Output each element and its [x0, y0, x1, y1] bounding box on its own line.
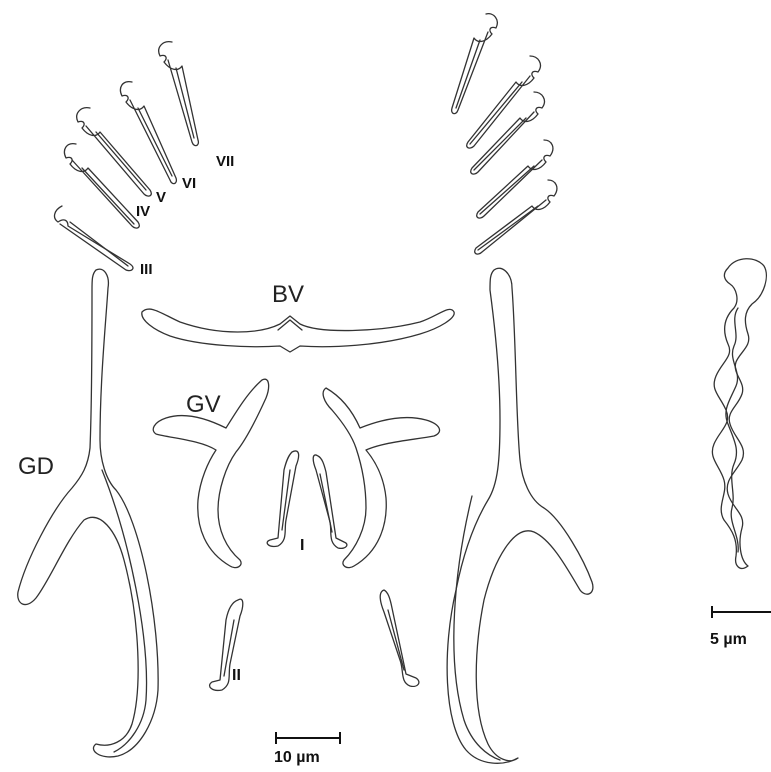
- ventral-bar-label: BV: [272, 281, 304, 308]
- scale-bar-inset-label: 5 µm: [710, 631, 747, 648]
- dorsal-anchor-left: [18, 269, 158, 757]
- scale-bar-inset: [712, 606, 771, 618]
- hook-label-v: V: [156, 189, 166, 206]
- ventral-bar: [142, 309, 454, 352]
- dorsal-anchor-right: [447, 268, 593, 763]
- inset-wavy-structure: [712, 259, 766, 569]
- ventral-anchor-label: GV: [186, 391, 221, 418]
- hook-label-iii: III: [140, 261, 153, 278]
- hook-label-iv: IV: [136, 203, 150, 220]
- hook-iii: [55, 206, 133, 271]
- hook-label-vi: VI: [182, 175, 196, 192]
- hook-iv: [64, 144, 139, 228]
- right-hook-group: [452, 14, 557, 254]
- scale-bar-main: [276, 732, 340, 744]
- left-hook-group: [55, 42, 199, 271]
- hook-right-5: [475, 180, 557, 254]
- hook-vii: [159, 42, 199, 146]
- hook-vi: [120, 82, 176, 184]
- hook-pair-ii: [210, 590, 419, 690]
- hook-label-ii: II: [232, 667, 241, 684]
- hook-right-1: [452, 14, 498, 114]
- scale-bar-main-label: 10 µm: [274, 749, 320, 766]
- hook-label-i: I: [300, 537, 304, 554]
- hook-label-vii: VII: [216, 153, 234, 170]
- dorsal-anchor-label: GD: [18, 453, 54, 480]
- hook-pair-i: [267, 451, 347, 548]
